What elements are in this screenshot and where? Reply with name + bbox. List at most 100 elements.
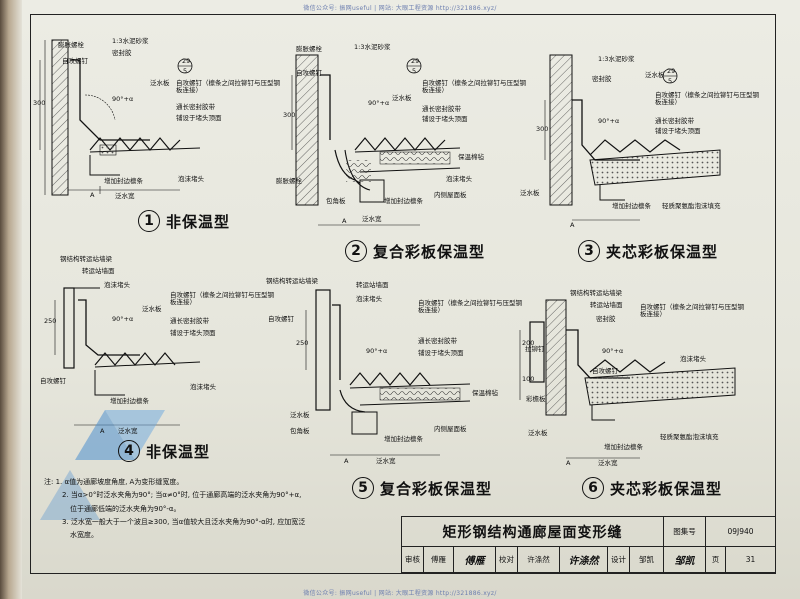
- note-line: 注: 1. α值为通廊坡度角度, A为变形缝宽度。: [44, 478, 184, 486]
- detail-4-drawing: [40, 287, 201, 520]
- d2-label-foam-plug: 泡沫堵头: [446, 175, 472, 183]
- page-number: 31: [745, 555, 756, 564]
- detail-4-number: 4: [118, 440, 140, 462]
- d1-dim-300: 300: [33, 99, 46, 107]
- detail-5-caption: 复合彩板保温型: [380, 479, 493, 498]
- d6-section-a: A: [566, 459, 571, 467]
- reviewer-signature: 傅雁: [454, 547, 496, 572]
- d2-label-width: 泛水宽: [362, 215, 382, 223]
- d3-section-a: A: [570, 221, 575, 229]
- d1-label-seal-tape: 通长密封胶带: [176, 103, 215, 111]
- d2-label-screw: 自攻螺钉: [296, 69, 322, 77]
- d2-section-a: A: [342, 217, 347, 225]
- d6-label-foam-plug: 泡沫堵头: [680, 355, 706, 363]
- d6-dim-200: 200: [522, 339, 535, 347]
- d6-label-pu-fill: 轻质聚氨酯泡沫填充: [660, 433, 719, 441]
- detail-4-caption: 非保温型: [146, 442, 211, 461]
- d3-label-on-plug: 铺设于堵头顶面: [655, 127, 701, 135]
- detail-2-number: 2: [345, 240, 367, 262]
- d2-label-corner: 包角板: [326, 197, 346, 205]
- detail-5-title: 5 复合彩板保温型: [352, 477, 492, 499]
- d4-label-seal-tape: 通长密封胶带: [170, 317, 209, 325]
- d6-label-wall: 转运站墙面: [590, 301, 623, 309]
- d6-label-rivet: 拉铆钉: [525, 345, 545, 353]
- d5-section-a: A: [344, 457, 349, 465]
- d2-label-anchor-bolt: 膨胀螺栓: [296, 45, 322, 53]
- d1-label-sealant: 密封胶: [112, 49, 132, 57]
- d4-label-screw: 自攻螺钉: [40, 377, 66, 385]
- designer-signature: 邹凯: [664, 547, 706, 572]
- detail-6-drawing: [519, 299, 736, 459]
- d2-label-flashing: 泛水板: [392, 94, 412, 102]
- watermark-top: 微信公众号: 振网useful | 网站: 大眼工程资源 http://3218…: [303, 5, 497, 12]
- d5-label-width: 泛水宽: [376, 457, 396, 465]
- d4-dim-250: 250: [44, 317, 57, 325]
- drawing-title: 矩形钢结构通廊屋面变形缝: [402, 517, 664, 546]
- d2-label-anchor-bolt-2: 膨胀螺栓: [276, 177, 302, 185]
- d5-label-wall: 转运站墙面: [356, 281, 389, 289]
- drawing-frame: [30, 14, 776, 574]
- d6-label-screw: 自攻螺钉: [592, 367, 618, 375]
- d5-label-screw-detail: 自攻螺钉（檩条之间拉铆钉与压型钢板连接）: [418, 299, 522, 314]
- d4-label-wall-beam: 钢结构转运站墙梁: [60, 255, 112, 263]
- d1-label-anchor-bolt: 膨胀螺栓: [58, 41, 84, 49]
- d3-label-sealant: 密封胶: [592, 75, 612, 83]
- d4-label-screw-detail: 自攻螺钉（檩条之间拉铆钉与压型钢板连接）: [170, 291, 274, 306]
- d1-label-purlin: 增加封边檩条: [104, 177, 143, 185]
- review-label: 审核: [402, 547, 424, 572]
- d3-label-screw-detail: 自攻螺钉（檩条之间拉铆钉与压型钢板连接）: [655, 91, 759, 106]
- detail-1-title: 1 非保温型: [138, 210, 230, 232]
- title-block-row-signatures: 审核 傅雁 傅雁 校对 许涤然 许涤然 设计 邹凯 邹凯 页 31: [402, 547, 775, 572]
- detail-2-caption: 复合彩板保温型: [373, 242, 486, 261]
- d2-label-wool: 保温棉毡: [458, 153, 484, 161]
- detail-2-drawing: [291, 54, 461, 226]
- d4-label-foam-top: 泡沫堵头: [104, 281, 130, 289]
- d3-ref-bottom: 5: [668, 77, 673, 85]
- design-label: 设计: [608, 547, 630, 572]
- page-label: 页: [706, 547, 726, 572]
- detail-5-drawing: [305, 289, 471, 456]
- note-line: 水宽度。: [70, 531, 98, 540]
- d3-label-mortar: 1:3水泥砂浆: [598, 55, 635, 63]
- note-line: 位于通廊低端的泛水夹角为90°-α。: [70, 504, 181, 513]
- d4-label-flashing: 泛水板: [142, 305, 162, 313]
- detail-3-title: 3 夹芯彩板保温型: [578, 240, 718, 262]
- d5-dim-250: 250: [296, 339, 309, 347]
- d2-label-seal-tape: 通长密封胶带: [422, 105, 461, 113]
- d6-label-flashing: 泛水板: [528, 429, 548, 437]
- d1-label-mortar: 1:3水泥砂浆: [112, 37, 149, 45]
- detail-6-caption: 夹芯彩板保温型: [610, 479, 723, 498]
- d1-ref-top: 29: [182, 57, 191, 65]
- d4-label-purlin: 增加封边檩条: [110, 397, 149, 405]
- note-line: 3. 泛水宽一般大于一个波且≥300, 当α值较大且泛水夹角为90°-α时, 应…: [62, 517, 306, 526]
- book-spine: [0, 0, 22, 599]
- d6-dim-100: 100: [522, 375, 535, 383]
- d6-label-wall-beam: 钢结构转运站墙梁: [570, 289, 622, 297]
- d5-label-corner: 包角板: [290, 427, 310, 435]
- d1-label-on-plug: 铺设于堵头顶面: [176, 114, 222, 122]
- detail-1-number: 1: [138, 210, 160, 232]
- d5-label-foam-top: 泡沫堵头: [356, 295, 382, 303]
- d5-label-seal-tape: 通长密封胶带: [418, 337, 457, 345]
- reviewer-name: 傅雁: [424, 547, 454, 572]
- check-label: 校对: [496, 547, 518, 572]
- atlas-label: 图集号: [664, 517, 706, 546]
- d2-label-purlin: 增加封边檩条: [384, 197, 423, 205]
- detail-5-number: 5: [352, 477, 374, 499]
- note-line: 2. 当α>0°时泛水夹角为90°; 当α≠0°时, 位于通廊高端的泛水夹角为9…: [62, 491, 302, 500]
- d5-angle: 90°+α: [366, 347, 388, 355]
- atlas-number: 09J940: [727, 527, 754, 536]
- d1-angle: 90°+α: [112, 95, 134, 103]
- d2-label-screw-detail: 自攻螺钉（檩条之间拉铆钉与压型钢板连接）: [422, 79, 526, 94]
- detail-3-drawing: [544, 54, 721, 221]
- detail-6-title: 6 夹芯彩板保温型: [582, 477, 722, 499]
- d6-angle: 90°+α: [602, 347, 624, 355]
- d4-label-width: 泛水宽: [118, 427, 138, 435]
- d1-label-screw-detail: 自攻螺钉（檩条之间拉铆钉与压型钢板连接）: [176, 79, 280, 94]
- checker-signature: 许涤然: [560, 547, 608, 572]
- d4-label-on-plug: 铺设于堵头顶面: [170, 329, 216, 337]
- detail-1-caption: 非保温型: [166, 212, 231, 231]
- detail-3-caption: 夹芯彩板保温型: [606, 242, 719, 261]
- detail-3-number: 3: [578, 240, 600, 262]
